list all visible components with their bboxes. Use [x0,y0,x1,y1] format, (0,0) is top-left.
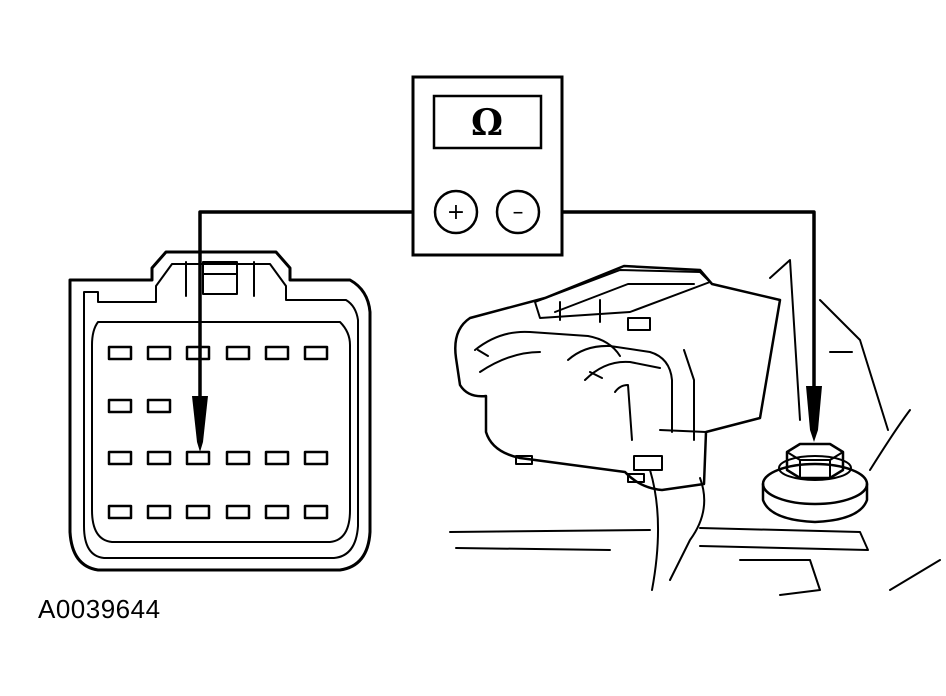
ohmmeter-display [432,94,543,150]
cavity [107,345,133,361]
cavity [264,450,290,466]
cavity [146,504,172,520]
test-leads [192,210,822,452]
cavity [146,398,172,414]
positive-jack [433,189,479,235]
ground-stud [761,442,869,524]
connector-face [68,250,372,572]
ohm-symbol: Ω [471,102,503,144]
cavity [185,345,211,361]
terminal-cavities [107,345,329,520]
cavity [107,398,133,414]
cavity [303,345,329,361]
positive-jack-label: + [447,200,465,225]
negative-test-lead [539,210,816,388]
negative-jack [495,189,541,235]
positive-test-lead [198,210,436,398]
positive-probe-tip [192,396,208,452]
cavity [185,504,211,520]
cavity [225,345,251,361]
cavity [303,504,329,520]
cavity [146,450,172,466]
figure-reference-code: A0039644 [38,594,161,624]
cavity [225,450,251,466]
ohmmeter: Ω + – [411,75,564,257]
cavity [225,504,251,520]
cavity [264,345,290,361]
cavity [303,450,329,466]
cavity [264,504,290,520]
cavity [146,345,172,361]
negative-probe-tip [806,386,822,442]
negative-jack-label: – [513,200,524,225]
connector-assembly [449,259,941,596]
cavity [107,450,133,466]
tested-cavity [185,450,211,466]
cavity [107,504,133,520]
